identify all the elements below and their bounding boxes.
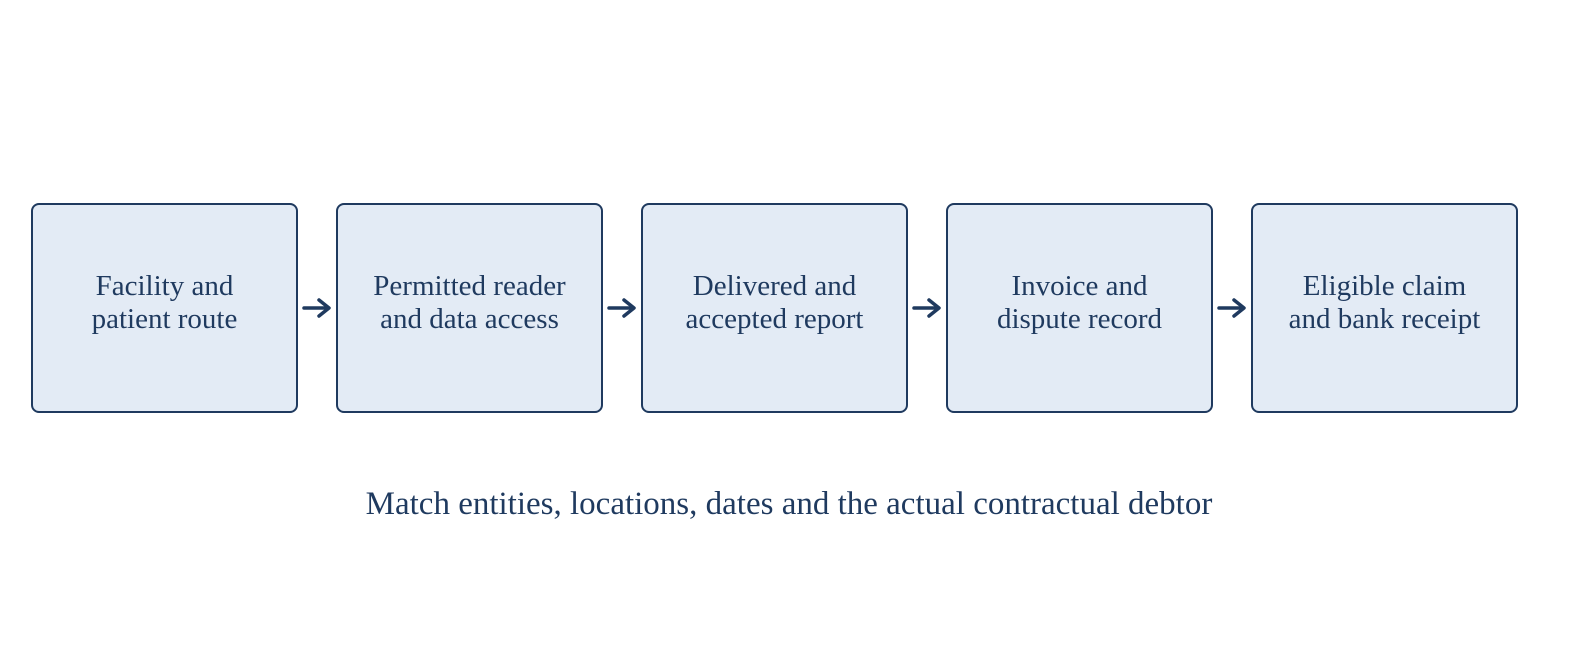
diagram-caption: Match entities, locations, dates and the… (365, 486, 1213, 522)
right-arrow-icon (1217, 298, 1246, 318)
right-arrow-icon (302, 298, 331, 318)
step-label: Facility and patient route (91, 270, 238, 335)
step-box-facility-route: Facility and patient route (31, 203, 298, 413)
step-box-reader-access: Permitted reader and data access (336, 203, 603, 413)
step-box-delivered-report: Delivered and accepted report (641, 203, 908, 413)
step-label: Invoice and dispute record (996, 270, 1163, 335)
right-arrow-icon (607, 298, 636, 318)
step-label: Delivered and accepted report (685, 270, 864, 335)
right-arrow-icon (912, 298, 941, 318)
step-label: Eligible claim and bank receipt (1288, 270, 1481, 335)
step-box-claim-receipt: Eligible claim and bank receipt (1251, 203, 1518, 413)
step-box-invoice-dispute: Invoice and dispute record (946, 203, 1213, 413)
step-label: Permitted reader and data access (373, 270, 566, 335)
